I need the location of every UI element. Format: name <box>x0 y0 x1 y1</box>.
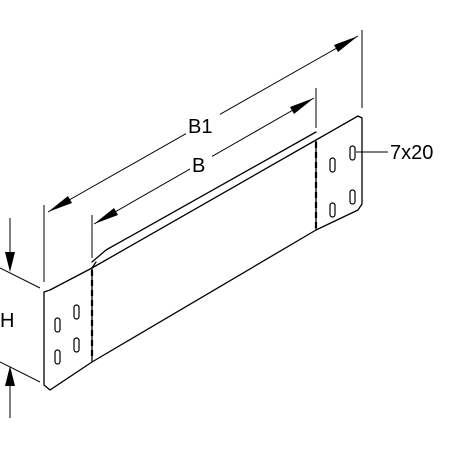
label-b1: B1 <box>188 116 212 138</box>
slot <box>54 317 61 333</box>
slot <box>73 337 80 353</box>
dimension-b: B <box>91 88 317 258</box>
slot <box>329 157 336 173</box>
dimension-h: H <box>0 218 41 418</box>
slot <box>349 145 356 161</box>
label-b: B <box>192 155 205 177</box>
right-slots <box>329 145 356 218</box>
left-slots <box>54 304 80 365</box>
slot <box>54 349 61 365</box>
slot <box>349 189 356 205</box>
slot <box>329 202 336 218</box>
slot <box>73 304 80 320</box>
label-h: H <box>0 310 14 332</box>
slot-callout: 7x20 <box>356 142 433 164</box>
label-slot-size: 7x20 <box>390 142 433 164</box>
dimension-b1: B1 <box>43 30 363 282</box>
